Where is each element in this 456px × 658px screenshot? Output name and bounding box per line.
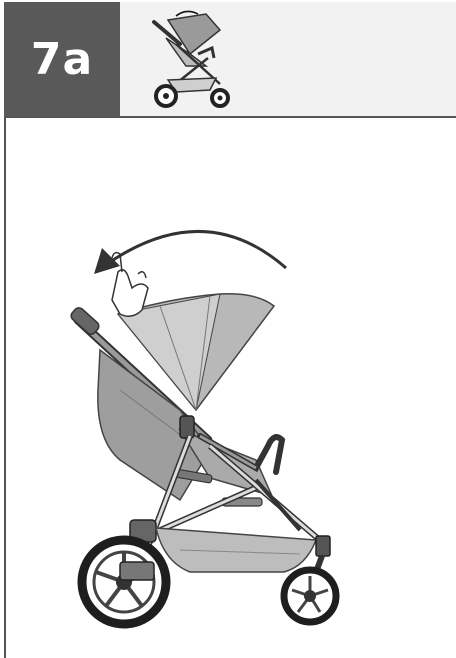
step-label: 7a	[31, 34, 93, 85]
step-number-box: 7a	[4, 2, 120, 116]
step-header: 7a	[4, 2, 456, 118]
stroller-illustration	[60, 210, 360, 630]
hand-icon	[112, 253, 148, 317]
thumbnail-area	[120, 2, 456, 116]
stroller-thumbnail-icon	[146, 10, 236, 110]
